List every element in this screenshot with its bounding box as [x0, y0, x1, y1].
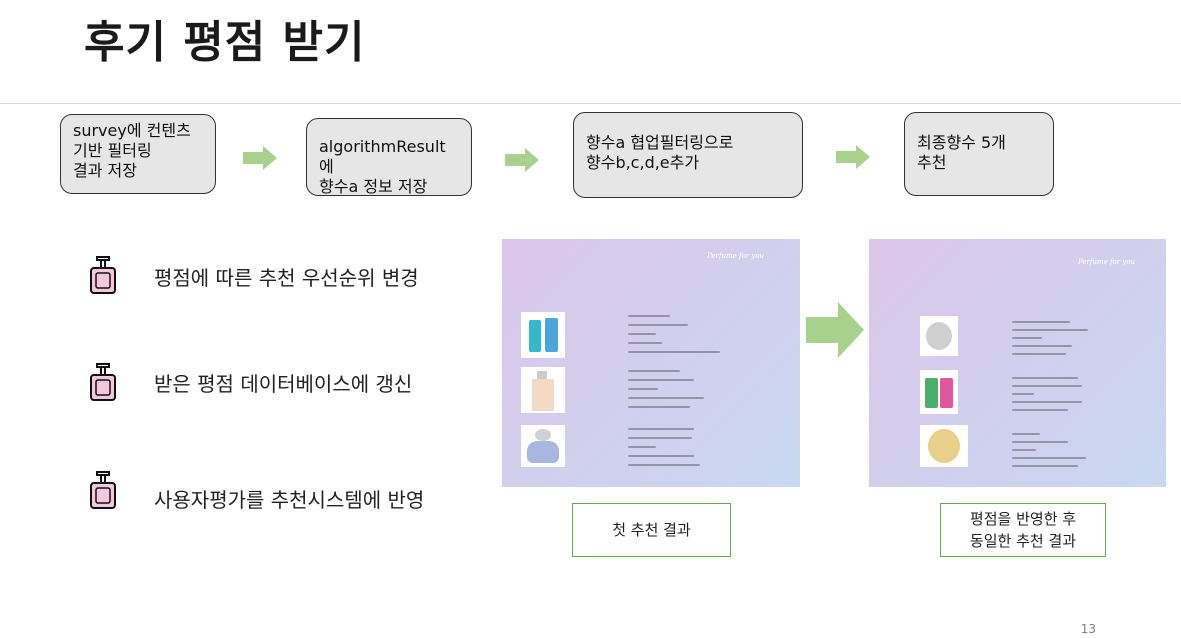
flow-step-collaborative-filtering: 향수a 협업필터링으로 향수b,c,d,e추가 — [573, 112, 803, 198]
perfume-image — [521, 367, 565, 413]
caption-before: 첫 추천 결과 — [572, 503, 731, 557]
panel-heading: Perfume for you — [1078, 258, 1136, 266]
perfume-bottle-icon — [90, 256, 116, 294]
screenshot-after: Perfume for you — [869, 239, 1166, 487]
title-divider — [0, 103, 1181, 104]
perfume-bottle-icon — [90, 363, 116, 401]
perfume-image — [521, 312, 565, 358]
screenshot-before: Perfume for you — [502, 239, 800, 487]
page-number: 13 — [1080, 622, 1096, 636]
bullet-text-database: 받은 평점 데이터베이스에 갱신 — [154, 372, 413, 396]
perfume-image — [920, 316, 958, 356]
panel-heading: Perfume for you — [707, 252, 765, 260]
perfume-image — [920, 370, 958, 414]
flow-arrow-3 — [836, 145, 870, 169]
caption-after: 평점을 반영한 후 동일한 추천 결과 — [940, 503, 1106, 557]
flow-step-final-recommendation: 최종향수 5개 추천 — [904, 112, 1054, 196]
flow-step-algorithm-result: algorithmResult에 향수a 정보 저장 — [306, 118, 472, 196]
slide-title: 후기 평점 받기 — [84, 17, 366, 68]
perfume-bottle-icon — [90, 471, 116, 509]
bullet-text-feedback: 사용자평가를 추천시스템에 반영 — [154, 488, 425, 512]
perfume-image — [521, 425, 565, 467]
perfume-image — [920, 425, 968, 467]
flow-step-survey: survey에 컨텐츠 기반 필터링 결과 저장 — [60, 114, 216, 194]
bullet-text-priority: 평점에 따른 추천 우선순위 변경 — [154, 266, 419, 290]
flow-arrow-2 — [505, 148, 539, 172]
flow-arrow-1 — [243, 146, 277, 170]
comparison-arrow — [806, 302, 864, 358]
